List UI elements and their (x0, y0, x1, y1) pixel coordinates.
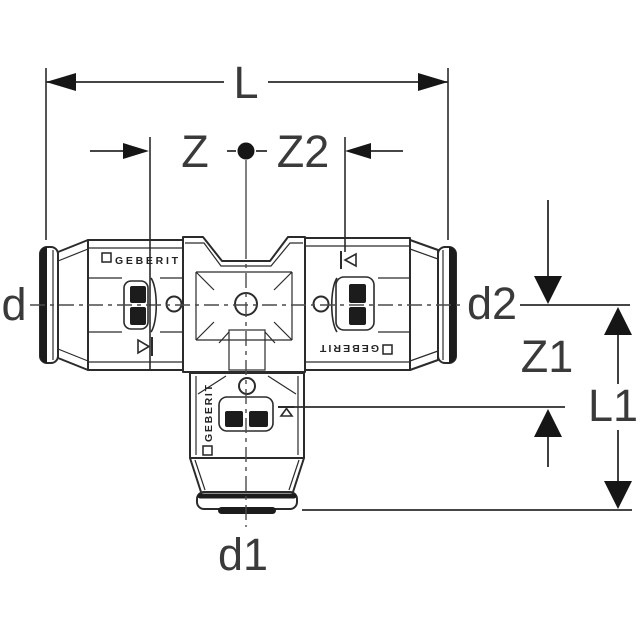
brand-logo-square-right (382, 344, 393, 355)
arrow-left-icon (46, 73, 76, 91)
left-insertion-mark-icon (137, 337, 153, 356)
dim-L (45, 68, 449, 240)
branch: GEBERIT (189, 372, 305, 514)
arrow-down-icon (604, 481, 632, 509)
brand-logo-square-branch (202, 445, 213, 456)
arrow-down-icon (534, 276, 562, 304)
fitting-drawing: GEBERIT (39, 236, 457, 514)
right-sleeve: GEBERIT (304, 237, 411, 371)
arrow-up-icon (534, 409, 562, 437)
right-window-frame (335, 276, 375, 331)
dim-Z-Z2 (90, 137, 403, 370)
brand-text-left-sleeve: GEBERIT (115, 255, 179, 267)
brand-group-branch: GEBERIT (202, 384, 215, 456)
left-window-dark (130, 286, 146, 303)
branch-top-hole (238, 377, 256, 395)
dim-label-d1: d1 (218, 529, 268, 580)
arrow-left-icon (345, 143, 371, 159)
centerlines (30, 160, 462, 527)
left-weld-indicator (165, 295, 183, 313)
dim-label-L: L (233, 57, 258, 108)
brand-group-right: GEBERIT (319, 342, 393, 355)
dim-label-Z2: Z2 (277, 126, 330, 177)
arrow-up-icon (604, 307, 632, 335)
dimension-labels: L Z Z2 d d2 Z1 L1 d1 (1, 57, 638, 580)
right-weld-indicator (312, 295, 330, 313)
dim-label-d: d (1, 279, 26, 330)
branch-flange-lip (218, 507, 276, 514)
branch-window-dark (225, 411, 243, 427)
brand-logo-square-left (101, 252, 112, 263)
dimension-lines (45, 68, 632, 511)
right-collar (409, 239, 439, 371)
dim-label-Z1: Z1 (521, 331, 574, 382)
dim-label-d2: d2 (467, 278, 517, 329)
right-window-dark (349, 284, 366, 303)
arrow-right-icon (123, 143, 149, 159)
brand-text-branch: GEBERIT (203, 384, 215, 442)
branch-insertion-mark-icon (278, 406, 294, 417)
right-insertion-mark-icon (340, 251, 357, 269)
brand-text-right-sleeve: GEBERIT (319, 342, 379, 354)
arrow-right-icon (418, 73, 448, 91)
dim-L1 (302, 307, 632, 511)
dim-Z1 (294, 200, 630, 467)
dim-label-L1: L1 (588, 380, 638, 431)
center-reference-dot (237, 142, 255, 160)
dim-label-Z: Z (181, 126, 209, 177)
